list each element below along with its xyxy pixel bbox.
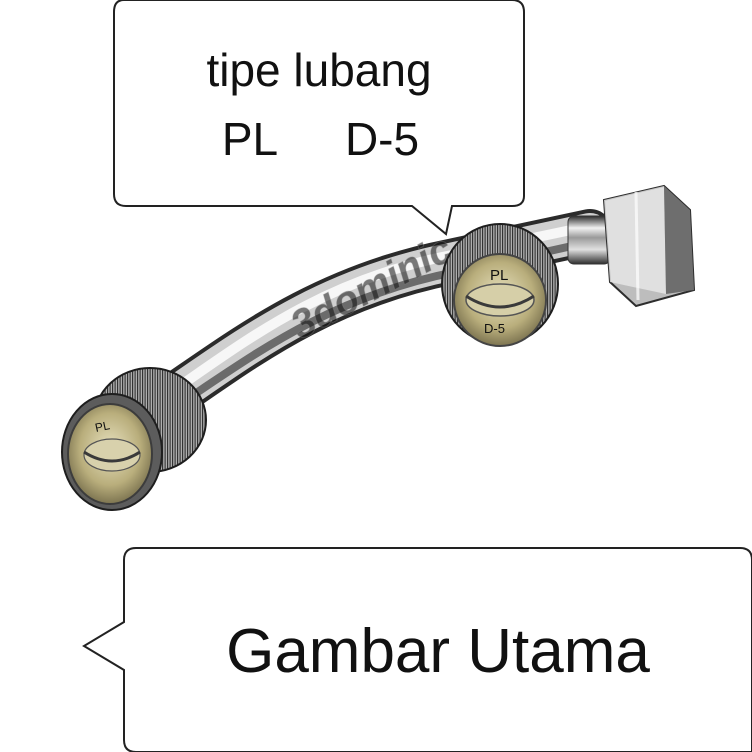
nozzle-marking-top: PL	[490, 267, 508, 284]
nozzle-marking-bottom: D-5	[484, 321, 505, 336]
callout-label: Gambar Utama	[226, 617, 650, 686]
left-nozzle: PL	[61, 367, 207, 511]
callout-line-2-right: D-5	[345, 113, 419, 165]
callout-line-2-left: PL	[222, 113, 278, 165]
top-callout: tipe lubang PL D-5	[113, 0, 525, 236]
left-nozzle-marking: PL	[94, 418, 112, 435]
hex-nut-fitting	[567, 184, 696, 308]
right-nozzle: PL D-5	[441, 223, 559, 347]
bottom-callout: Gambar Utama	[82, 547, 752, 752]
callout-line-1: tipe lubang	[206, 44, 431, 96]
